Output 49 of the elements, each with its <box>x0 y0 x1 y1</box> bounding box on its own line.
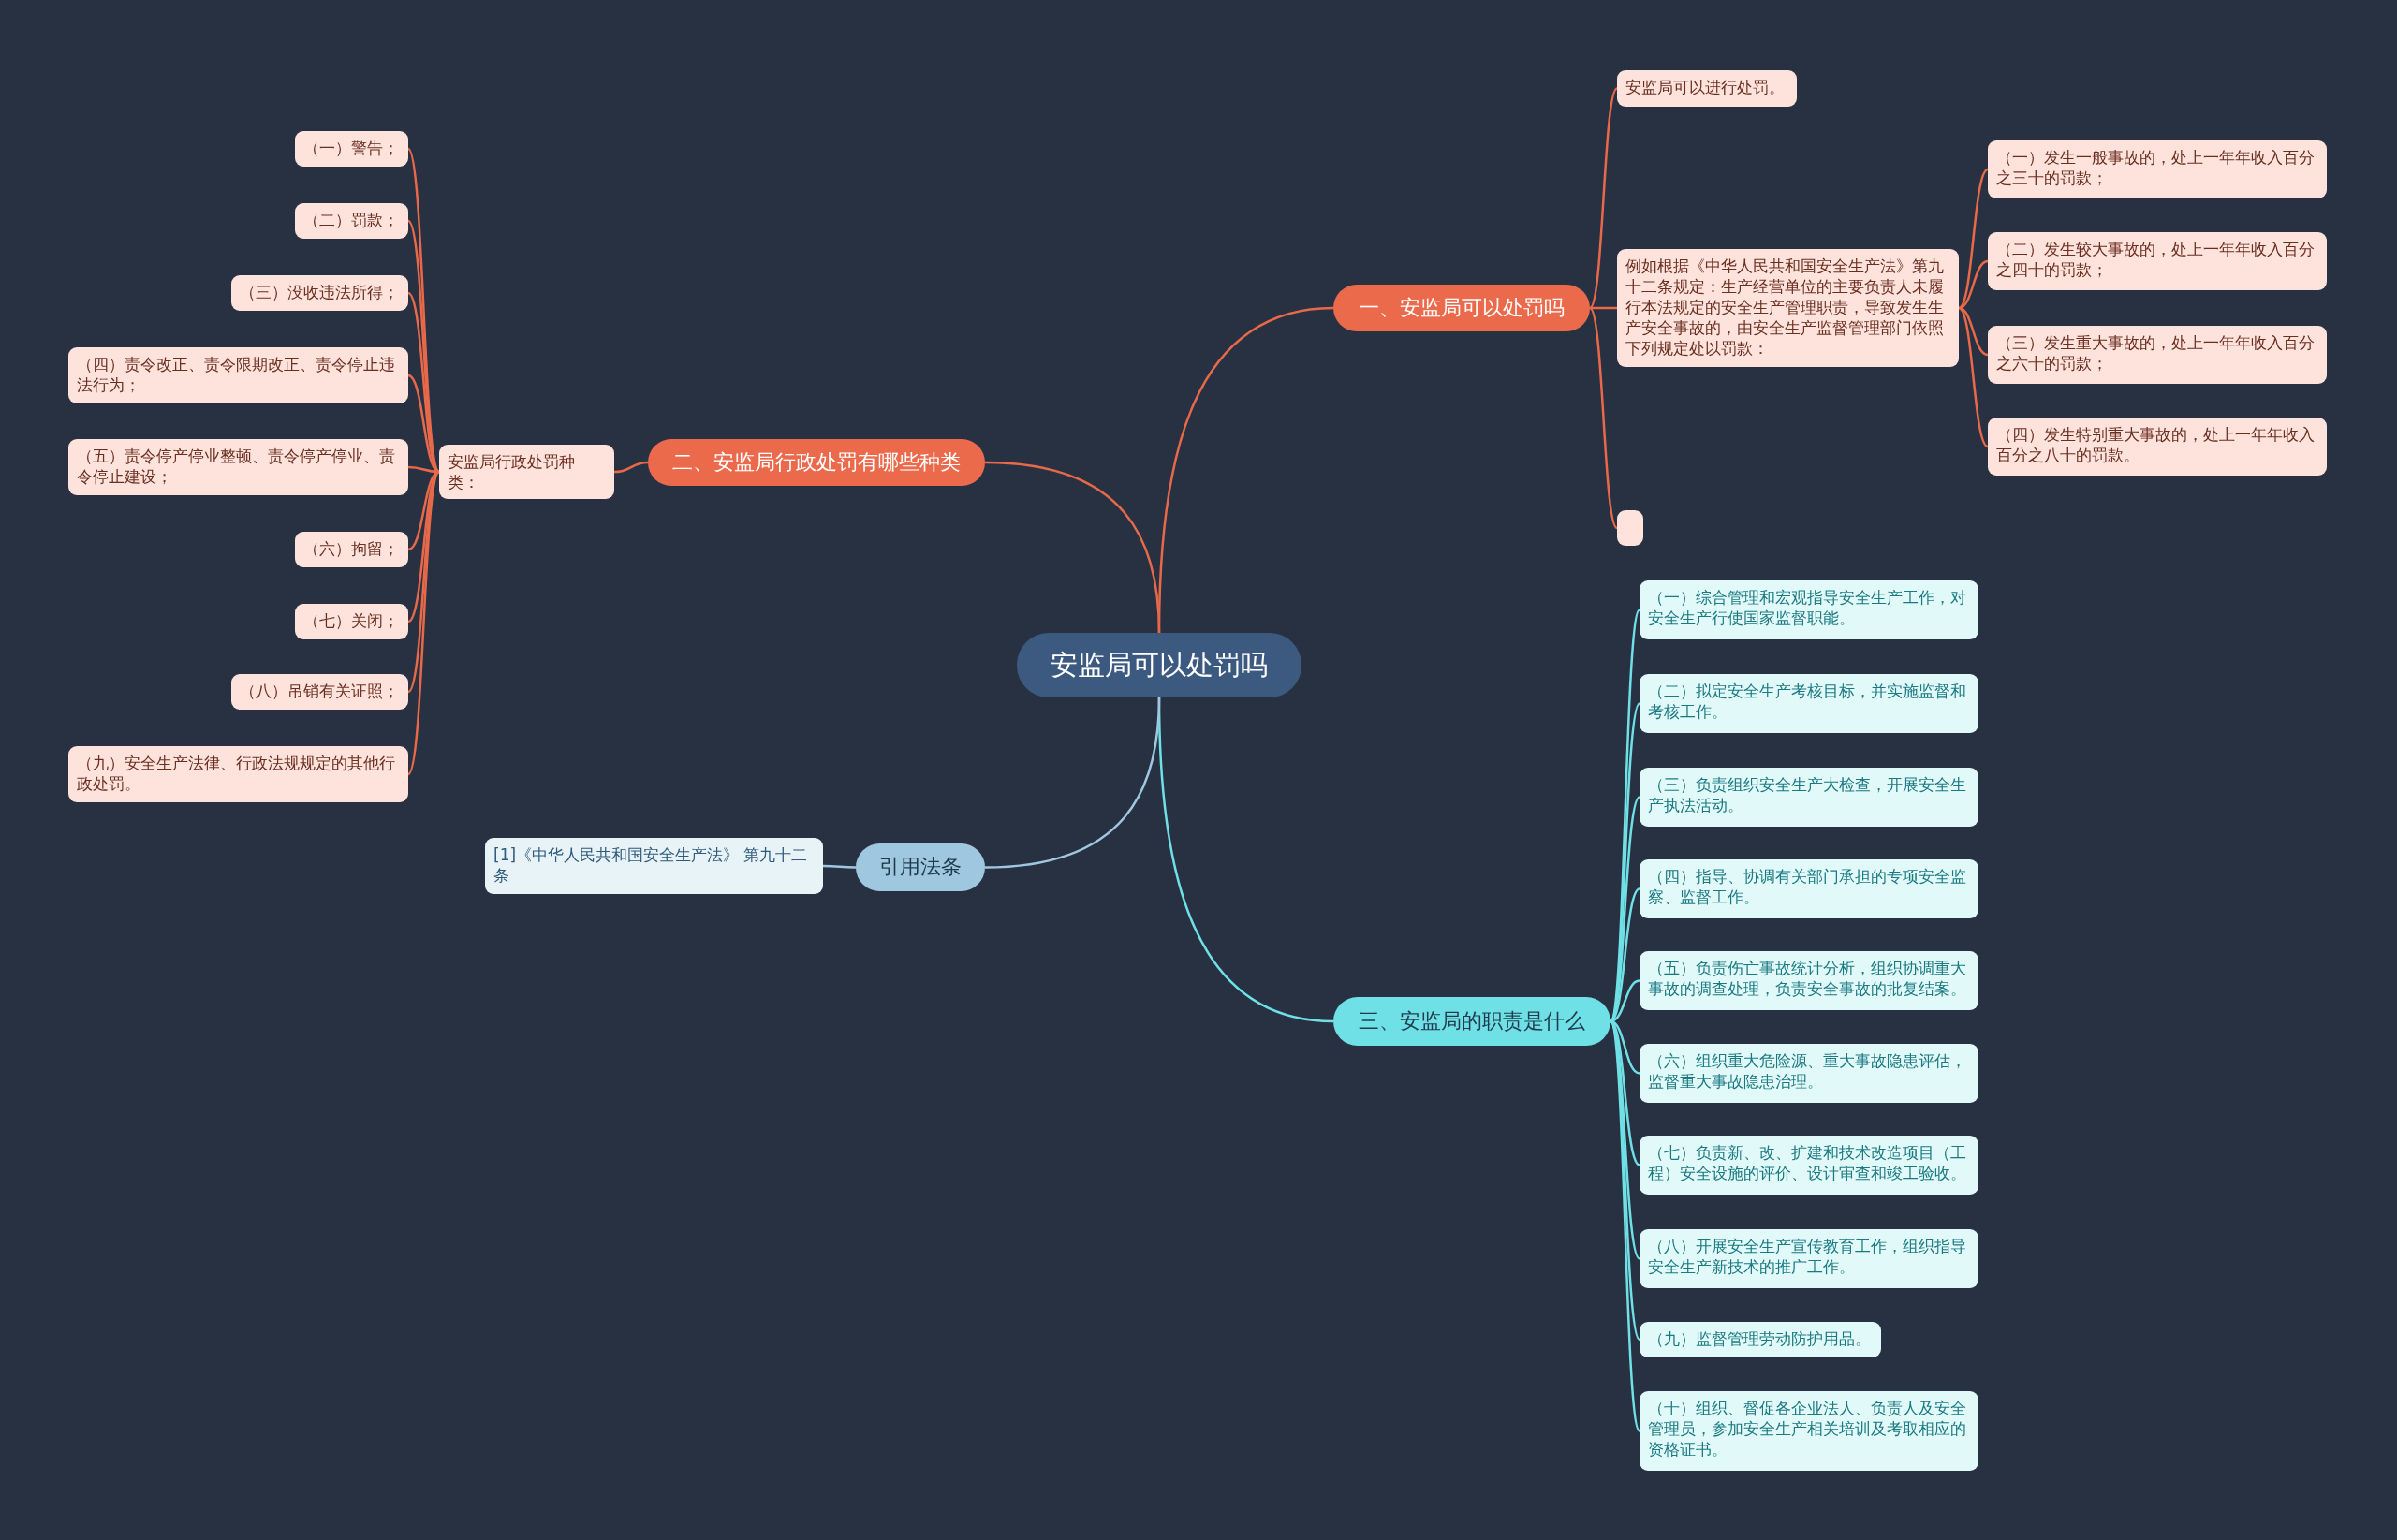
connector-line <box>984 697 1161 869</box>
topic-box: （七）关闭； <box>295 604 408 639</box>
topic-box: （二）罚款； <box>295 203 408 239</box>
topic-box: （一）警告； <box>295 131 408 167</box>
connector-line <box>406 148 441 473</box>
central-topic: 安监局可以处罚吗 <box>1017 633 1301 697</box>
topic-box: （八）吊销有关证照； <box>231 674 408 710</box>
connector-line <box>1609 1020 1641 1431</box>
connector-line <box>1589 87 1618 309</box>
topic-box: 安监局可以进行处罚。 <box>1617 70 1797 107</box>
topic-box: （五）责令停产停业整顿、责令停产停业、责令停止建设； <box>68 439 408 495</box>
topic-box: （六）拘留； <box>295 532 408 567</box>
connector-line <box>407 471 440 693</box>
topic-box: （三）负责组织安全生产大检查，开展安全生产执法活动。 <box>1640 768 1978 827</box>
branch-topic: 二、安监局行政处罚有哪些种类 <box>648 439 985 486</box>
connector-line <box>823 864 856 869</box>
connector-line <box>407 292 440 473</box>
connector-line <box>406 471 441 775</box>
branch-topic: 三、安监局的职责是什么 <box>1333 997 1610 1046</box>
topic-box: （二）拟定安全生产考核目标，并实施监督和考核工作。 <box>1640 674 1978 733</box>
topic-box: [1]《中华人民共和国安全生产法》 第九十二条 <box>485 838 823 894</box>
topic-box: （九）安全生产法律、行政法规规定的其他行政处罚。 <box>68 746 408 802</box>
topic-box: （三）发生重大事故的，处上一年年收入百分之六十的罚款； <box>1988 326 2327 384</box>
topic-box: （一）发生一般事故的，处上一年年收入百分之三十的罚款； <box>1988 140 2327 198</box>
connector-line <box>1958 259 1989 310</box>
branch-topic: 引用法条 <box>856 843 985 891</box>
connector-line <box>1589 307 1618 529</box>
connector-line <box>1958 307 1989 447</box>
topic-box: （四）责令改正、责令限期改正、责令停止违法行为； <box>68 347 408 403</box>
topic-box: 例如根据《中华人民共和国安全生产法》第九十二条规定：生产经营单位的主要负责人未履行本法规定的安全生产管理职责，导致发生生产安全事故的，由安全生产监督管理部门依照下列规定处以罚款： <box>1617 249 1959 367</box>
topic-box: （八）开展安全生产宣传教育工作，组织指导安全生产新技术的推广工作。 <box>1640 1229 1978 1288</box>
connector-line <box>984 461 1161 634</box>
topic-box: （九）监督管理劳动防护用品。 <box>1640 1322 1881 1357</box>
topic-box: 安监局行政处罚种类： <box>439 445 614 500</box>
topic-box: （三）没收违法所得； <box>231 275 408 311</box>
connector-line <box>1958 169 1989 309</box>
branch-topic: 一、安监局可以处罚吗 <box>1333 285 1590 331</box>
topic-box: （五）负责伤亡事故统计分析，组织协调重大事故的调查处理，负责安全事故的批复结案。 <box>1640 951 1978 1010</box>
topic-box: （一）综合管理和宏观指导安全生产工作，对安全生产行使国家监督职能。 <box>1640 580 1978 639</box>
connector-line <box>1958 306 1989 357</box>
topic-box: （七）负责新、改、扩建和技术改造项目（工程）安全设施的评价、设计审查和竣工验收。 <box>1640 1136 1978 1195</box>
connector-line <box>613 461 649 474</box>
topic-box: （十）组织、督促各企业法人、负责人及安全管理员，参加安全生产相关培训及考取相应的资格证书。 <box>1640 1391 1978 1471</box>
topic-box: （六）组织重大危险源、重大事故隐患评估，监督重大事故隐患治理。 <box>1640 1044 1978 1103</box>
connector-line <box>1590 306 1617 310</box>
topic-box: （四）指导、协调有关部门承担的专项安全监察、监督工作。 <box>1640 859 1978 918</box>
blank-box <box>1617 510 1643 546</box>
topic-box: （四）发生特别重大事故的，处上一年年收入百分之八十的罚款。 <box>1988 418 2327 476</box>
topic-box: （二）发生较大事故的，处上一年年收入百分之四十的罚款； <box>1988 232 2327 290</box>
